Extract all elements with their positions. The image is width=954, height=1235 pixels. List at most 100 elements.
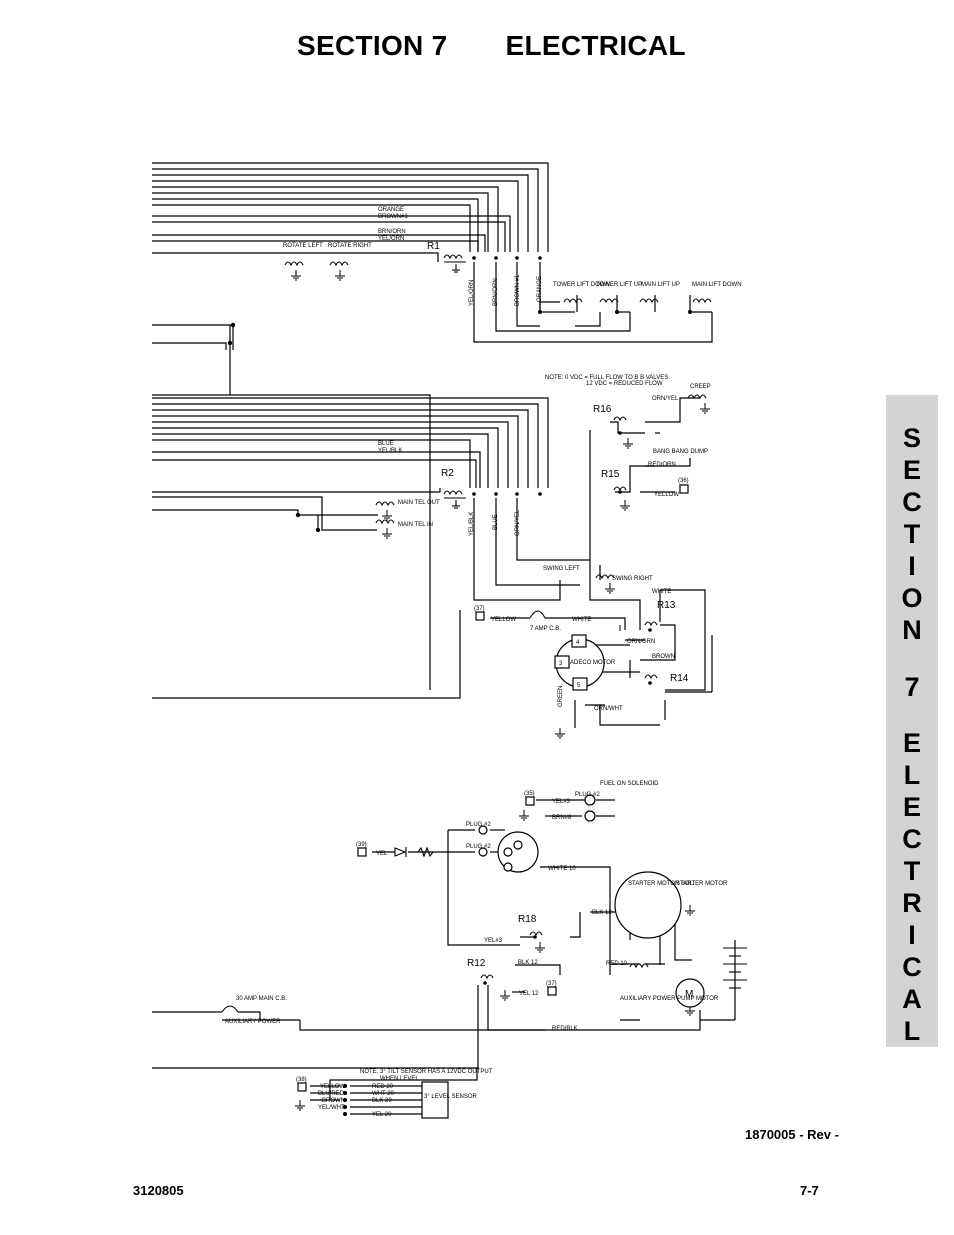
amp-cb-label: 7 AMP C.B. — [530, 626, 561, 632]
wire-brown1: BROWN#1 — [378, 214, 408, 220]
side-letter: E — [902, 791, 921, 822]
creep-label: CREEP — [690, 384, 711, 390]
wire-yel20: YEL 20 — [372, 1112, 392, 1118]
wire-orn-grn: ORN/GRN — [627, 639, 655, 645]
connector-39: (39) — [356, 842, 367, 848]
wire-blk20: BLK 20 — [372, 1098, 392, 1104]
wire-red10: RED 10 — [606, 961, 628, 967]
wire-r1-orange: ORANGE — [537, 276, 543, 302]
wire-r2-orn-yel: ORN/YEL — [515, 509, 521, 536]
wire-aux-power: AUXILIARY POWER — [225, 1019, 281, 1025]
wire-red20: RED 20 — [372, 1084, 394, 1090]
wire-orn-wht: ORN/WHT — [594, 706, 623, 712]
wire-r2-yel-blk: YEL/BLK — [469, 512, 475, 536]
side-letter: T — [903, 519, 921, 550]
side-letter: E — [902, 455, 921, 486]
wire-r1-brn-orn: BRN/ORN — [493, 278, 499, 306]
wire-yel12: YEL 12 — [519, 991, 539, 997]
wire-yellow: YELLOW — [654, 492, 679, 498]
side-letter: C — [902, 487, 922, 518]
aux-pump-label: AUXILIARY POWER PUMP MOTOR — [620, 996, 719, 1002]
connector-36: (36) — [678, 478, 689, 484]
fuel-solenoid-label: FUEL ON SOLENOID — [600, 781, 659, 787]
wire-orange: ORANGE — [378, 207, 404, 213]
wire-brn8: BRN#8 — [552, 815, 572, 821]
connector-37a: (37) — [474, 606, 485, 612]
wire-red-blk: RED/BLK — [552, 1026, 578, 1032]
wire-yellow-b: YELLOW — [320, 1084, 345, 1090]
side-letter: O — [901, 583, 923, 614]
wire-white-r13: WHITE — [652, 589, 671, 595]
relay-r18-label: R18 — [518, 914, 537, 925]
side-letter: L — [903, 1015, 921, 1046]
connector-37b: (37) — [546, 981, 557, 987]
side-letter: C — [902, 951, 922, 982]
main-lift-down-label: MAIN LIFT DOWN — [692, 282, 742, 288]
wire-yel3: YEL#3 — [552, 799, 571, 805]
rotate-right-label: ROTATE RIGHT — [328, 243, 372, 249]
side-section-number: 7 — [904, 671, 920, 702]
section-title: ELECTRICAL — [505, 30, 686, 61]
side-letter: T — [903, 855, 921, 886]
wire-yel: YEL — [376, 851, 388, 857]
pin-4: 4 — [576, 640, 580, 646]
starter-motor-label: STARTER MOTOR — [676, 881, 728, 887]
plug2b-label: PLUG #2 — [466, 822, 491, 828]
wire-white: WHITE — [572, 617, 591, 623]
valve-note-1: NOTE: 0 VDC = FULL FLOW TO B B VALVES — [545, 375, 668, 381]
wire-blu-red: BLU/RED — [318, 1091, 345, 1097]
wire-brown: BROWN — [652, 654, 675, 660]
wire-yel-wht: YEL/WHT — [318, 1105, 345, 1111]
swing-left-label: SWING LEFT — [543, 566, 580, 572]
side-letter: S — [902, 423, 921, 454]
tower-lift-up-label: TOWER LIFT UP — [596, 282, 642, 288]
wire-wht20: WHT 20 — [372, 1091, 395, 1097]
side-letter: I — [908, 551, 916, 582]
side-letter: L — [903, 759, 921, 790]
swing-right-label: SWING RIGHT — [612, 576, 653, 582]
wire-r2-blue: BLUE — [493, 514, 499, 530]
footer-manual-number: 3120805 — [133, 1183, 184, 1198]
pin-3: 3 — [559, 661, 563, 667]
starter-sol-label: STARTER MOTOR SOL. — [628, 881, 695, 887]
relay-r15-label: R15 — [601, 469, 620, 480]
side-letter: N — [902, 615, 922, 646]
tower-lift-down-label: TOWER LIFT DOWN — [553, 282, 610, 288]
relay-r1-label: R1 — [427, 241, 440, 252]
connector-35: (35) — [524, 791, 535, 797]
main-lift-up-label: MAIN LIFT UP — [641, 282, 680, 288]
wire-blue: BLUE — [378, 441, 394, 447]
wire-yellow-b2: YELLOW — [491, 617, 516, 623]
wire-white10: WHITE 10 — [548, 866, 576, 872]
plug2c-label: PLUG #2 — [466, 844, 491, 850]
relay-r13-label: R13 — [657, 600, 676, 611]
valve-note-2: 12 VDC = REDUCED FLOW — [586, 381, 663, 387]
wire-blk12-r18: BLK 12 — [592, 910, 612, 916]
wire-brown-b: BROWN — [322, 1098, 345, 1104]
adeco-motor-label: ADECO MOTOR — [570, 660, 616, 666]
side-letter: R — [902, 887, 922, 918]
wire-blk12-r12: BLK 12 — [518, 960, 538, 966]
wire-yel-blk: YEL/BLK — [378, 448, 402, 454]
tilt-note-1: NOTE: 3° TILT SENSOR HAS A 12VDC OUTPUT — [360, 1069, 493, 1075]
side-letter: E — [902, 727, 921, 758]
relay-r2-label: R2 — [441, 468, 454, 479]
section-number: SECTION 7 — [297, 30, 448, 61]
wire-yel-orn: YEL/ORN — [378, 236, 404, 242]
wire-green: GREEN — [558, 686, 564, 707]
wire-orn-yel: ORN/YEL — [652, 396, 679, 402]
plug2a-label: PLUG #2 — [575, 792, 600, 798]
wire-r1-yel-orn: YEL/ORN — [469, 280, 475, 306]
level-sensor-label: 3° LEVEL SENSOR — [424, 1094, 478, 1100]
relay-r12-label: R12 — [467, 958, 486, 969]
motor-m-label: M — [685, 989, 693, 1000]
pin-5: 5 — [577, 683, 581, 689]
relay-r16-label: R16 — [593, 404, 612, 415]
rotate-left-label: ROTATE LEFT — [283, 243, 323, 249]
wire-red-orn: RED/ORN — [648, 462, 676, 468]
side-letter: C — [902, 823, 922, 854]
wire-yel3b: YEL#3 — [484, 938, 503, 944]
page-title: SECTION 7 ELECTRICAL — [297, 30, 686, 62]
side-letter: A — [902, 983, 922, 1014]
